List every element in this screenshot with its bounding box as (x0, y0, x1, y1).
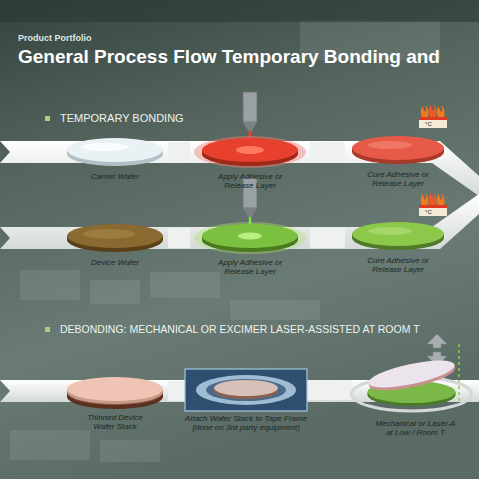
process-band (168, 381, 185, 401)
step-caption: Apply Adhesive or Release Layer (211, 172, 289, 190)
bullet (45, 116, 50, 121)
wafer-step: Mechanical or Laser-A at Low / Room T (352, 352, 479, 437)
slide-label: Product Portfolio (18, 33, 92, 43)
wafer-step: Thinned Device Wafer Stack (62, 372, 168, 431)
step-caption: Attach Wafer Stack to Tape Frame (done o… (177, 414, 315, 432)
process-band (307, 380, 352, 400)
wafer-illustration (194, 222, 306, 254)
wafer-illustration (194, 136, 306, 168)
process-band (310, 142, 345, 162)
process-band (310, 228, 345, 248)
wafer-shape (62, 221, 168, 255)
wafer-step: Device Wafer (62, 221, 168, 267)
step-caption: Apply Adhesive or Release Layer (211, 258, 289, 276)
slide-label: °C (425, 209, 432, 215)
wafer-step: Cure Adhesive or Release Layer (345, 133, 451, 188)
slide-label: DEBONDING: MECHANICAL OR EXCIMER LASER-A… (60, 323, 420, 335)
wafer-step: Attach Wafer Stack to Tape Frame (done o… (185, 369, 307, 432)
wafer-step: Cure Adhesive or Release Layer (345, 219, 451, 274)
wafer-shape (352, 352, 479, 416)
wafer-illustration (67, 138, 163, 166)
wafer-step: Apply Adhesive or Release Layer (190, 135, 310, 190)
wafer-illustration (67, 377, 163, 409)
wafer-step: Apply Adhesive or Release Layer (190, 221, 310, 276)
wafer-shape (190, 135, 310, 169)
wafer-shape (345, 133, 451, 167)
wafer-step: Carrier Wafer (62, 135, 168, 181)
step-caption: Device Wafer (65, 258, 165, 267)
slide-label: TEMPORARY BONDING (60, 112, 184, 124)
step-caption: Mechanical or Laser-A at Low / Room T (374, 419, 458, 437)
slide-label: °C (425, 121, 432, 127)
step-caption: Cure Adhesive or Release Layer (360, 256, 436, 274)
wafer-illustration (352, 222, 444, 250)
process-band (0, 141, 479, 402)
wafer-shape (345, 219, 451, 253)
wafer-illustration (185, 369, 307, 411)
wafer-illustration (67, 224, 163, 252)
wafer-illustration (352, 136, 444, 164)
wafer-illustration (352, 355, 472, 411)
process-band (168, 228, 190, 248)
step-caption: Thinned Device Wafer Stack (83, 413, 147, 431)
wafer-shape (62, 372, 168, 410)
laser-line (458, 344, 460, 404)
wafer-shape (185, 369, 307, 411)
bullet (45, 327, 50, 332)
step-caption: Carrier Wafer (65, 172, 165, 181)
header-strip (0, 0, 479, 22)
wafer-shape (190, 221, 310, 255)
slide-title: General Process Flow Temporary Bonding a… (18, 46, 440, 68)
process-band (168, 142, 190, 162)
wafer-shape (62, 135, 168, 169)
step-caption: Cure Adhesive or Release Layer (360, 170, 436, 188)
